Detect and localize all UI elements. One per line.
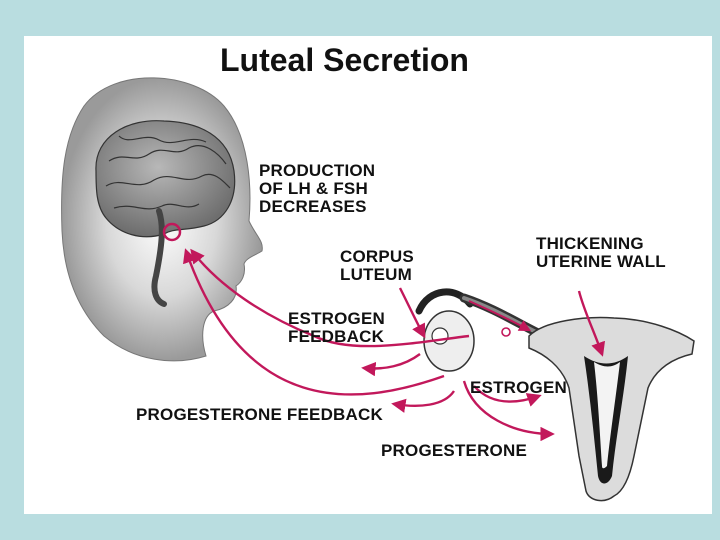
production-label: PRODUCTION OF LH & FSH DECREASES xyxy=(259,161,376,216)
brain-icon xyxy=(95,120,236,307)
uterus-icon xyxy=(528,316,695,502)
pituitary-ring xyxy=(162,222,182,242)
hormone-arrows xyxy=(183,248,606,442)
diagram-title: Luteal Secretion xyxy=(220,42,469,78)
slide: Luteal Secretion xyxy=(24,36,712,514)
corpus-luteum-label: CORPUS LUTEUM xyxy=(340,247,414,284)
ovary-icon xyxy=(415,288,475,372)
estrogen-feedback-label: ESTROGEN FEEDBACK xyxy=(288,309,386,346)
thickening-uterine-wall-label: THICKENING UTERINE WALL xyxy=(536,234,666,271)
progesterone-feedback-label: PROGESTERONE FEEDBACK xyxy=(136,405,383,424)
progesterone-label: PROGESTERONE xyxy=(381,441,527,460)
estrogen-label: ESTROGEN xyxy=(470,378,568,397)
diagram-artwork xyxy=(61,77,695,502)
